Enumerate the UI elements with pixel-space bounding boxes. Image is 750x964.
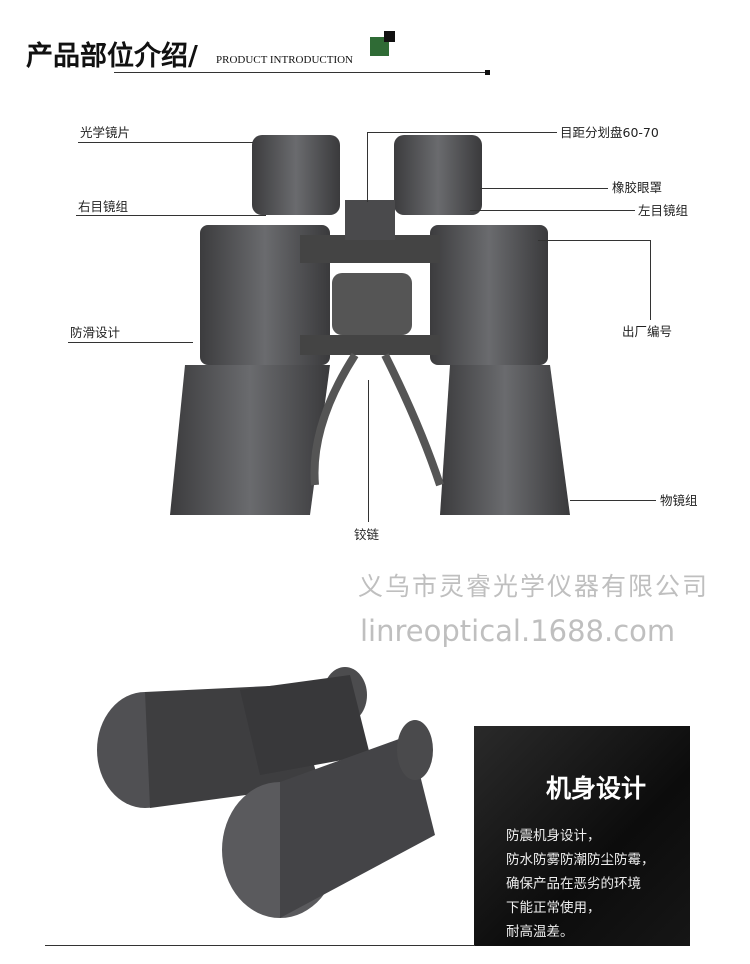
leader-line [367,132,557,133]
panel-line: 防水防雾防潮防尘防霉， [506,852,655,868]
leader-line [76,215,266,216]
leader-line [367,132,368,202]
section-title: 产品部位介绍/ [26,41,198,72]
leader-line [68,342,193,343]
watermark-company: 义乌市灵睿光学仪器有限公司 [358,572,710,601]
panel-title: 机身设计 [546,774,647,803]
panel-line: 确保产品在恶劣的环境 [506,876,641,892]
watermark-site: linreoptical.1688.com [360,614,676,648]
label-left-eyepiece: 左目镜组 [638,203,689,218]
leader-line [470,210,635,211]
label-ipd-dial: 目距分划盘60-70 [560,125,659,140]
leader-line [538,240,650,241]
section-subtitle: PRODUCT INTRODUCTION [216,54,353,66]
leader-line [368,380,369,522]
label-objective: 物镜组 [660,493,698,508]
binoculars-angled-image [97,667,435,918]
leader-line [480,188,608,189]
leader-line [650,240,651,320]
underline-end [485,70,490,75]
label-anti-slip: 防滑设计 [70,325,121,340]
label-serial-number: 出厂编号 [622,324,673,339]
bottom-divider [45,945,475,946]
label-right-eyepiece: 右目镜组 [78,199,129,214]
panel-line: 耐高温差。 [506,924,574,940]
leader-line [78,142,253,143]
leader-line [570,500,656,501]
panel-line: 防震机身设计， [506,828,601,844]
label-optical-lens: 光学镜片 [80,125,131,140]
binoculars-front-image [170,135,570,515]
title-underline [114,72,488,73]
label-rubber-eyecup: 橡胶眼罩 [612,180,663,195]
label-hinge: 铰链 [354,527,380,542]
body-design-panel: 机身设计 防震机身设计， 防水防雾防潮防尘防霉， 确保产品在恶劣的环境 下能正常… [474,726,690,946]
accent-square-dark [384,31,395,42]
panel-line: 下能正常使用， [506,900,601,916]
